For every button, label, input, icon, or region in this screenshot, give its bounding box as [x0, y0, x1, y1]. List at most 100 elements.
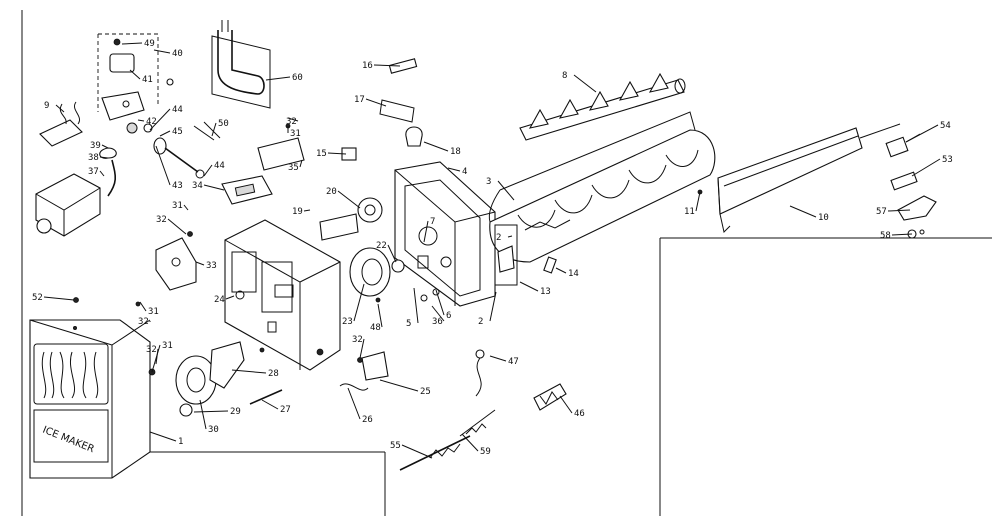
leader-line	[891, 233, 913, 236]
part-label: 28	[268, 369, 279, 379]
part-label: 32	[352, 335, 363, 345]
part-label: 49	[144, 39, 155, 49]
part-label: 58	[880, 231, 891, 241]
leader-line	[261, 399, 279, 410]
leader-line	[379, 379, 419, 392]
leader-line	[203, 164, 213, 177]
part-label: 46	[574, 409, 585, 419]
leader-line	[155, 145, 171, 186]
leader-line	[695, 191, 701, 212]
leader-line	[99, 156, 109, 159]
part-label: 18	[450, 147, 461, 157]
leader-line	[413, 287, 419, 324]
part-label: 47	[508, 357, 519, 367]
part-label: 33	[206, 261, 217, 271]
part-label: 31	[172, 201, 183, 211]
part-label: 26	[362, 415, 373, 425]
part-label: 10	[818, 213, 829, 223]
leader-line	[887, 209, 911, 212]
leader-line	[519, 281, 539, 292]
leader-line	[55, 104, 65, 113]
leader-line	[373, 64, 401, 67]
leader-line	[573, 74, 597, 93]
part-label: 31	[162, 341, 173, 351]
part-label: 32	[146, 345, 157, 355]
part-label: 41	[142, 75, 153, 85]
leader-line	[99, 170, 105, 177]
part-label: 34	[192, 181, 203, 191]
leader-line	[911, 158, 941, 177]
leader-line	[149, 431, 177, 442]
part-labels: 1 2 2 3 4 5 6 7 8 9 10 11 13 14 15 16 17…	[32, 39, 953, 457]
misc-parts	[73, 78, 703, 376]
part-label: 19	[292, 207, 303, 217]
leader-line	[507, 235, 513, 238]
leader-line	[151, 344, 161, 373]
leader-line	[353, 283, 365, 322]
leader-line	[265, 76, 291, 81]
leader-line	[159, 130, 171, 137]
part-label: 35	[288, 163, 299, 173]
part-label: 6	[446, 311, 451, 321]
module-housing	[224, 219, 341, 371]
leader-line	[149, 108, 171, 131]
leader-line	[365, 98, 387, 107]
leader-line	[347, 387, 361, 420]
part-label: 4	[462, 167, 467, 177]
leader-line	[195, 261, 205, 266]
part-label: 8	[562, 71, 567, 81]
leader-line	[359, 338, 365, 359]
part-label: 38	[88, 153, 99, 163]
leader-line	[435, 289, 445, 316]
part-label: 7	[430, 217, 435, 227]
part-label: 25	[420, 387, 431, 397]
part-label: 31	[290, 129, 301, 139]
levers-and-springs	[339, 349, 567, 471]
leader-line	[431, 305, 445, 322]
leader-line	[905, 124, 939, 143]
leader-line	[139, 301, 147, 312]
leader-line	[327, 152, 347, 155]
part-label: 48	[370, 323, 381, 333]
leader-line	[183, 204, 189, 211]
part-label: 29	[230, 407, 241, 417]
leader-line	[121, 42, 143, 45]
part-label: 43	[172, 181, 183, 191]
heater-element	[211, 20, 271, 109]
leader-line	[155, 348, 159, 365]
leader-line	[167, 218, 187, 235]
ice-mold	[488, 111, 716, 286]
small-brackets	[155, 58, 423, 291]
part-label: 15	[316, 149, 327, 159]
part-label: 3	[486, 177, 491, 187]
leader-line	[193, 410, 229, 413]
part-label: 40	[172, 49, 183, 59]
part-label: 37	[88, 167, 99, 177]
leader-line	[299, 159, 303, 168]
mounting-bracket	[35, 173, 101, 237]
motor-and-gears	[319, 197, 405, 297]
part-label: 32	[286, 117, 297, 127]
leader-line	[231, 369, 267, 374]
part-label: 9	[44, 101, 49, 111]
part-label: 17	[354, 95, 365, 105]
part-label: 60	[292, 73, 303, 83]
part-label: 11	[684, 207, 695, 217]
bearing-and-cam	[175, 341, 283, 417]
leader-line	[153, 49, 171, 54]
leader-line	[559, 395, 573, 414]
water-shield	[717, 127, 863, 233]
part-label: 44	[214, 161, 225, 171]
leader-line	[211, 122, 217, 137]
part-label: 16	[362, 61, 373, 71]
mold-frame	[394, 161, 496, 307]
part-label: 31	[148, 307, 159, 317]
water-valve-parts	[885, 133, 937, 239]
part-label: 36	[432, 317, 443, 327]
leader-line	[423, 141, 449, 152]
part-label: 30	[208, 425, 219, 435]
leader-line	[43, 296, 75, 301]
leader-line	[423, 220, 429, 243]
leader-line	[287, 117, 299, 122]
